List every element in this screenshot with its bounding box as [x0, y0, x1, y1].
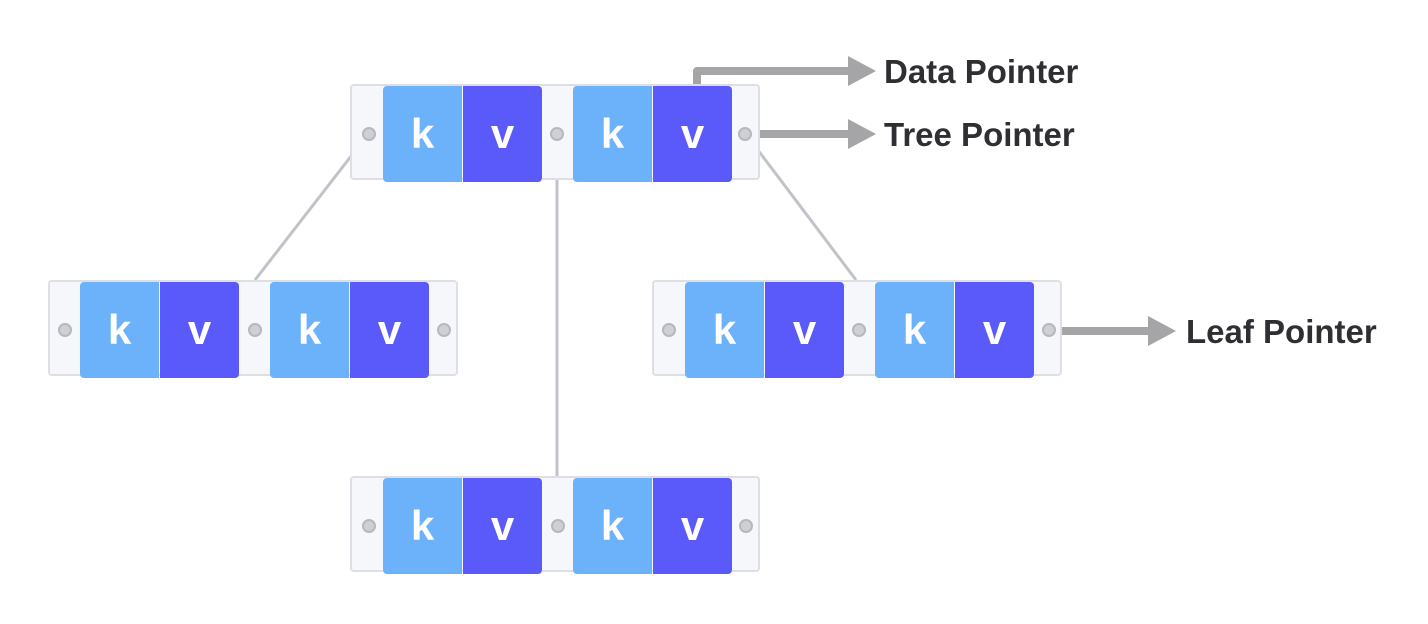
- key-cell: k: [270, 282, 349, 378]
- key-cell: k: [875, 282, 954, 378]
- data-pointer-label: Data Pointer: [884, 53, 1079, 90]
- key-cell: k: [80, 282, 159, 378]
- tree-pointer-dot: [738, 127, 752, 141]
- tree-pointer-label: Tree Pointer: [884, 116, 1075, 153]
- leaf-pointer-label: Leaf Pointer: [1186, 313, 1377, 350]
- tree-pointer-dot: [852, 323, 866, 337]
- key-cell: k: [573, 478, 652, 574]
- tree-pointer-dot: [248, 323, 262, 337]
- tree-pointer-dot: [550, 127, 564, 141]
- tree-pointer-dot: [551, 519, 565, 533]
- key-cell: k: [383, 478, 462, 574]
- tree-pointer-dot: [662, 323, 676, 337]
- leaf-pointer-dot: [1042, 323, 1056, 337]
- value-cell: v: [463, 478, 542, 574]
- tree-pointer-dot: [437, 323, 451, 337]
- tree-pointer-arrow-head: [848, 119, 876, 149]
- tree-pointer-dot: [362, 519, 376, 533]
- value-cell: v: [653, 86, 732, 182]
- value-cell: v: [350, 282, 429, 378]
- value-cell: v: [765, 282, 844, 378]
- middle-child-node: k v k v: [350, 476, 760, 574]
- tree-pointer-dot: [739, 519, 753, 533]
- leaf-pointer-arrow-head: [1148, 316, 1176, 346]
- root-node: k v k v: [350, 84, 760, 182]
- key-cell: k: [383, 86, 462, 182]
- left-child-node: k v k v: [48, 280, 458, 378]
- data-pointer-arrow-head: [848, 56, 876, 86]
- tree-pointer-dot: [58, 323, 72, 337]
- value-cell: v: [160, 282, 239, 378]
- value-cell: v: [955, 282, 1034, 378]
- connector-root-to-right: [743, 132, 858, 281]
- tree-pointer-dot: [362, 127, 376, 141]
- key-cell: k: [685, 282, 764, 378]
- value-cell: v: [653, 478, 732, 574]
- key-cell: k: [573, 86, 652, 182]
- value-cell: v: [463, 86, 542, 182]
- right-child-node: k v k v: [652, 280, 1062, 378]
